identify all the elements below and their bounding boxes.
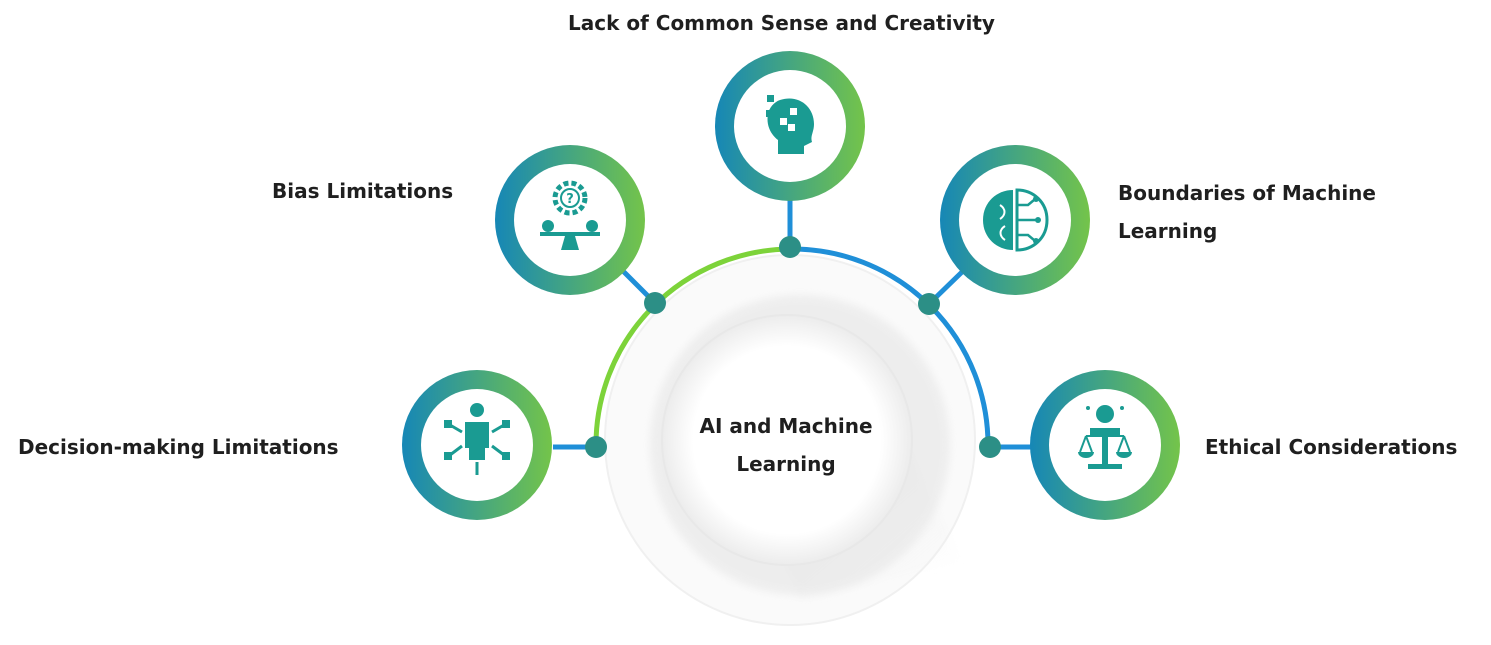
person-justice-scale-icon: [1078, 405, 1132, 469]
center-hub: [662, 315, 912, 565]
label-ml-boundaries: Boundaries of Machine Learning: [1118, 174, 1376, 250]
label-ethics: Ethical Considerations: [1205, 435, 1458, 459]
node-ml-boundaries: [940, 145, 1090, 295]
label-bias: Bias Limitations: [272, 179, 454, 203]
center-title: AI and Machine Learning: [666, 407, 906, 483]
brain-circuit-icon: [983, 188, 1049, 252]
head-puzzle-icon: [766, 95, 814, 154]
gear-question-scale-icon: ?: [540, 180, 600, 250]
label-ml-boundaries-line2: Learning: [1118, 219, 1218, 243]
label-common-sense: Lack of Common Sense and Creativity: [568, 11, 995, 35]
center-title-line1: AI and Machine: [699, 414, 873, 438]
connector-dots: [585, 236, 1001, 458]
svg-text:?: ?: [566, 192, 574, 207]
label-decision-making: Decision-making Limitations: [18, 435, 339, 459]
decision-person-arrows-icon: [444, 403, 510, 475]
center-title-line2: Learning: [736, 452, 836, 476]
label-ml-boundaries-line1: Boundaries of Machine: [1118, 181, 1376, 205]
node-bias: [495, 145, 645, 295]
